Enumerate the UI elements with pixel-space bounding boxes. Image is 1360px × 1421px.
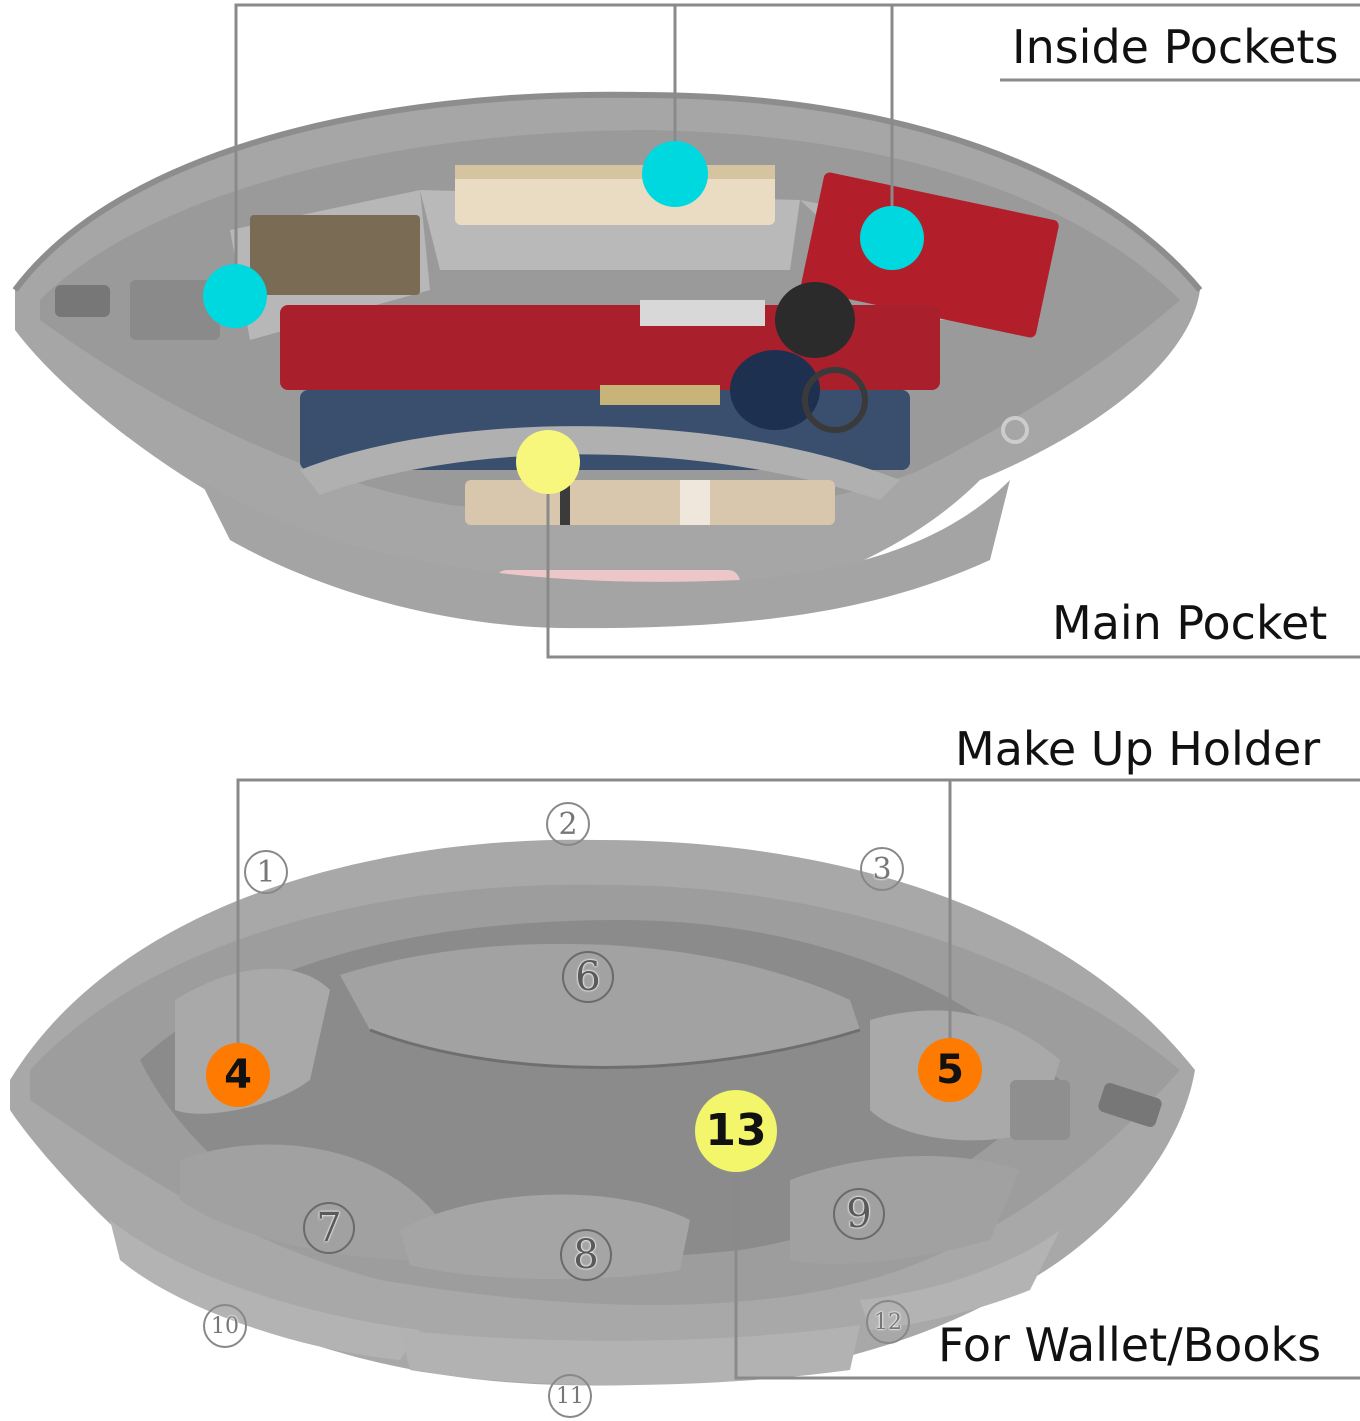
marker-13: 13 — [695, 1090, 777, 1172]
zip-pocket-6 — [340, 943, 860, 1068]
inside-pocket-dot-center — [642, 141, 708, 207]
label-main-pocket: Main Pocket — [1052, 596, 1328, 650]
label-for-wallet-books: For Wallet/Books — [938, 1318, 1322, 1372]
marker-2: 2 — [546, 802, 590, 846]
marker-3: 3 — [860, 847, 904, 891]
marker-8: 8 — [560, 1229, 612, 1281]
red-notebook — [801, 172, 1059, 338]
marker-7: 7 — [303, 1202, 355, 1254]
marker-9: 9 — [833, 1188, 885, 1240]
marker-1: 1 — [244, 850, 288, 894]
inside-pocket-dot-left — [203, 264, 267, 328]
right-zipper-pull — [1098, 1083, 1162, 1127]
inside-pocket-dot-right — [860, 206, 924, 270]
marker-12: 12 — [866, 1300, 910, 1344]
label-inside-pockets: Inside Pockets — [1012, 20, 1339, 74]
marker-4: 4 — [206, 1043, 270, 1107]
car-key — [775, 282, 855, 358]
label-make-up-holder: Make Up Holder — [955, 722, 1321, 776]
marker-10: 10 — [203, 1304, 247, 1348]
left-zipper-pull — [55, 285, 110, 317]
marker-11: 11 — [548, 1374, 592, 1418]
main-pocket-dot — [516, 430, 580, 494]
marker-5: 5 — [918, 1038, 982, 1102]
marker-6: 6 — [562, 951, 614, 1003]
